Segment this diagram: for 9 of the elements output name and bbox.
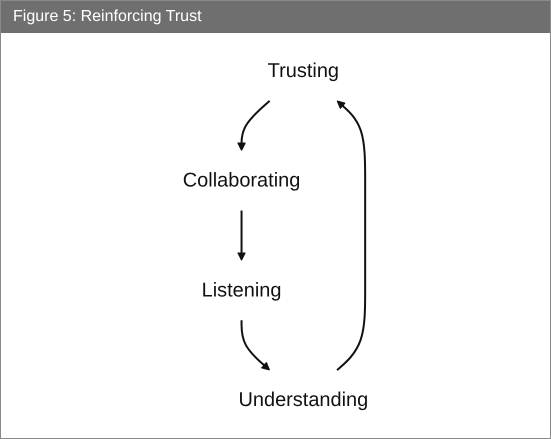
arrow [237,100,270,152]
arrow [240,320,270,371]
node-text: Trusting [268,60,340,82]
node-text: Listening [202,279,282,302]
arrow [336,100,366,371]
node-text: Understanding [238,389,368,412]
figure-title: Figure 5: Reinforcing Trust [1,1,550,33]
node-text: Collaborating [182,170,300,192]
arrow [237,210,246,261]
